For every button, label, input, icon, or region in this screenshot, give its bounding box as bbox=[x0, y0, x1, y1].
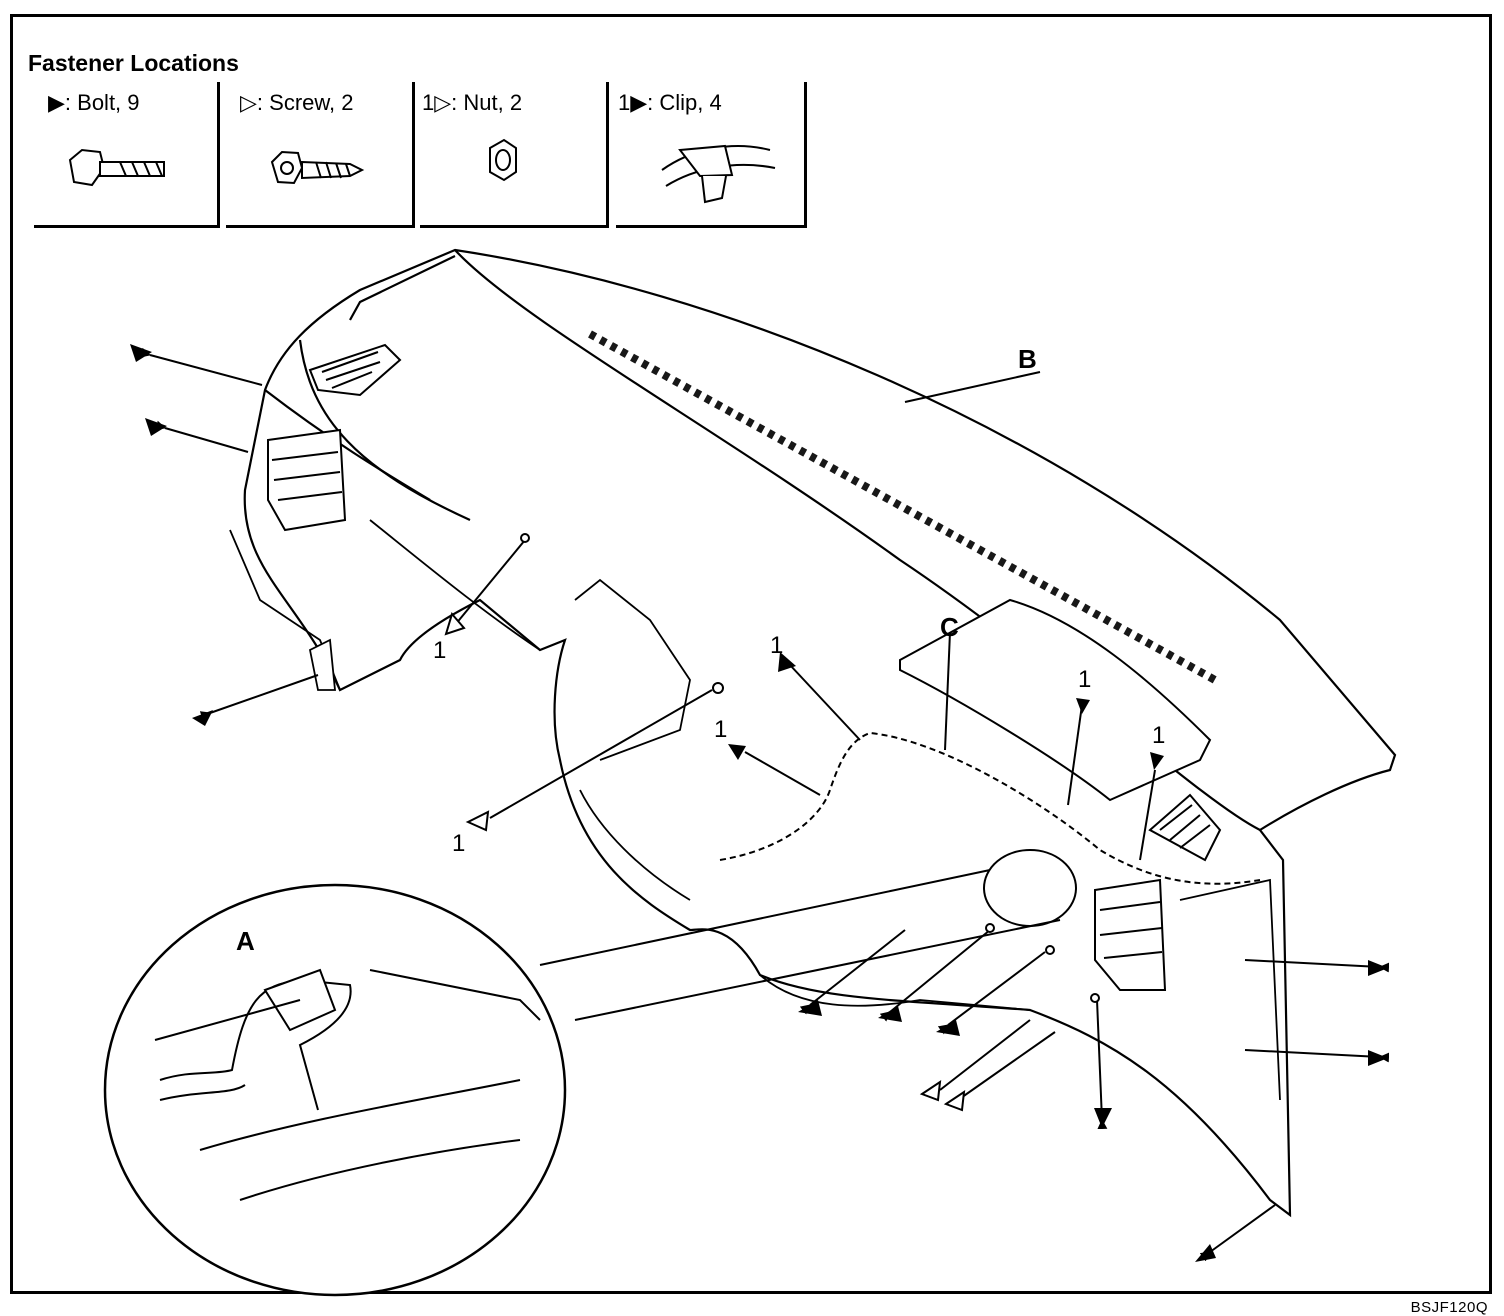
figure-code: BSJF120Q bbox=[1410, 1299, 1488, 1316]
bolt-symbol-icon: ▶ bbox=[48, 90, 65, 115]
legend-item-clip: 1▶: Clip, 4 bbox=[616, 82, 807, 228]
bolt-marker bbox=[1368, 960, 1388, 976]
clip-icon bbox=[661, 144, 776, 204]
right-lower-vent bbox=[1094, 878, 1167, 991]
clip-number-label: 1 bbox=[1152, 722, 1166, 749]
callout-b: B bbox=[1018, 344, 1037, 374]
detail-connector-wiring bbox=[154, 968, 541, 1201]
bolt-marker bbox=[1094, 1108, 1112, 1128]
legend-item-screw: ▷: Screw, 2 bbox=[226, 82, 415, 228]
screw-label: : Screw, 2 bbox=[256, 90, 354, 115]
bolt-label: : Bolt, 9 bbox=[64, 90, 140, 115]
nut-marker bbox=[465, 810, 490, 832]
nut-label: : Nut, 2 bbox=[451, 90, 523, 115]
nut-leader-arrows bbox=[444, 533, 724, 832]
clip-leader-arrows bbox=[744, 371, 1156, 861]
bolt-marker bbox=[1195, 1244, 1216, 1262]
bolt-marker bbox=[145, 418, 167, 436]
clip-marker bbox=[778, 652, 796, 672]
legend-title: Fastener Locations bbox=[28, 50, 239, 76]
clip-number-label: 1 bbox=[1078, 666, 1092, 693]
clip-symbol-icon: ▶ bbox=[630, 90, 648, 115]
clip-number-label: 1 bbox=[714, 716, 728, 743]
clip-arrowheads bbox=[728, 652, 1164, 1003]
right-upper-vent bbox=[1148, 793, 1222, 862]
wiring-harness bbox=[719, 731, 1261, 885]
bolt-marker bbox=[878, 1006, 902, 1022]
left-lower-vent bbox=[267, 428, 347, 532]
lower-panel-detail bbox=[229, 519, 1281, 1101]
clip-marker bbox=[1150, 752, 1164, 770]
detail-magnifier bbox=[103, 883, 567, 1297]
screw-symbol-icon: ▷ bbox=[240, 90, 257, 115]
nut-symbol-icon: ▷ bbox=[434, 90, 452, 115]
nut-icon bbox=[489, 138, 517, 182]
legend-item-nut: 1▷: Nut, 2 bbox=[420, 82, 609, 228]
screw-marker bbox=[919, 1079, 942, 1102]
left-upper-vent bbox=[308, 343, 402, 397]
bolt-marker bbox=[130, 344, 152, 362]
nut-number-label: 1 bbox=[433, 637, 447, 664]
bolt-leader-arrows bbox=[140, 347, 1390, 1262]
clip-marker bbox=[728, 744, 746, 760]
figure-frame bbox=[10, 14, 1492, 1294]
bolt-marker bbox=[1368, 1050, 1388, 1066]
screw-marker bbox=[943, 1089, 966, 1112]
nut-prefix: 1 bbox=[422, 90, 435, 115]
bolt-arrowheads bbox=[130, 344, 1388, 1262]
clip-prefix: 1 bbox=[618, 90, 631, 115]
clip-marker bbox=[1076, 698, 1090, 714]
clip-label: : Clip, 4 bbox=[647, 90, 722, 115]
bolt-marker bbox=[936, 1020, 960, 1036]
legend-item-bolt: ▶: Bolt, 9 bbox=[34, 82, 220, 228]
nut-number-label: 1 bbox=[452, 830, 466, 857]
bolt-marker bbox=[192, 710, 213, 726]
bolt-icon bbox=[68, 148, 165, 187]
defroster-grille bbox=[588, 330, 1217, 684]
clip-number-label: 1 bbox=[770, 632, 784, 659]
bolt-marker bbox=[798, 1000, 822, 1016]
callout-c: C bbox=[940, 612, 959, 642]
nut-marker bbox=[444, 611, 466, 636]
passenger-airbag-outline bbox=[899, 598, 1212, 802]
magnifier-leader bbox=[539, 869, 1061, 1021]
screw-leader-arrows bbox=[919, 1019, 1056, 1112]
callout-a: A bbox=[236, 926, 255, 956]
screw-icon bbox=[270, 150, 365, 185]
